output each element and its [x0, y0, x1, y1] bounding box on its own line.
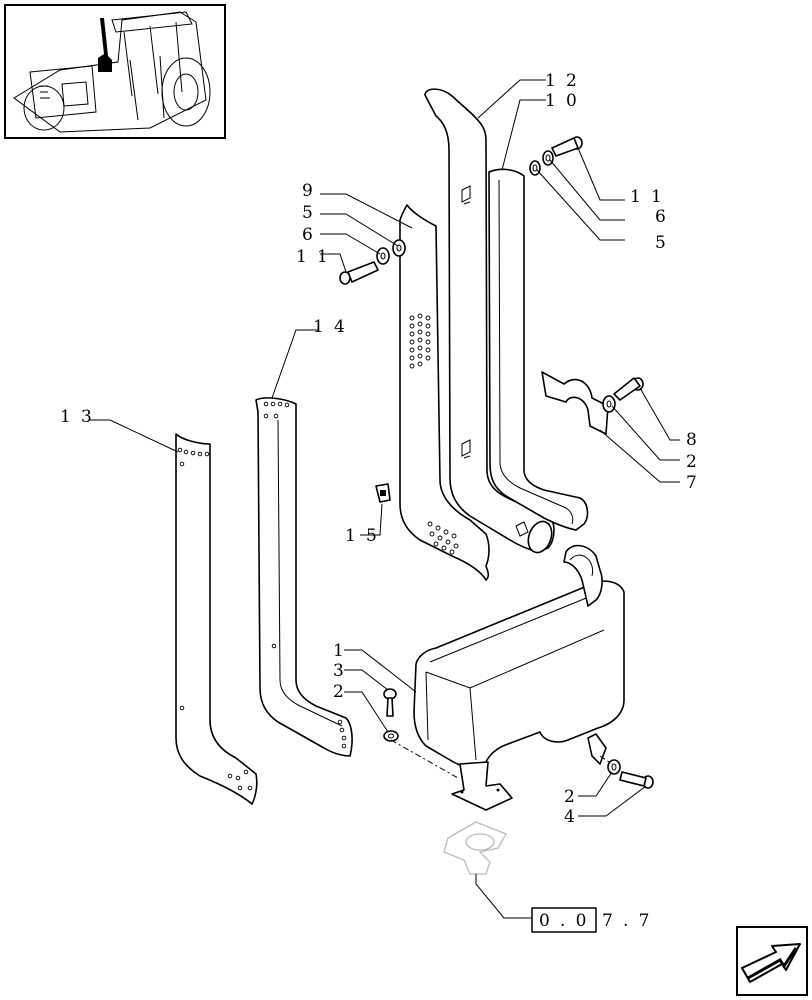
- washer-2-flange: [383, 730, 399, 742]
- callout-2-flange: 2: [333, 682, 354, 702]
- silencer: [413, 544, 625, 811]
- callout-14: 14: [313, 317, 355, 337]
- leader-lines: [90, 79, 680, 919]
- clip: [375, 483, 391, 503]
- exhaust-pipe-upper: [424, 88, 555, 554]
- washer-5-left: [392, 239, 406, 257]
- callout-2-bracket: 2: [686, 452, 707, 472]
- reference-code-boxed: 0.0: [539, 911, 597, 931]
- callout-8: 8: [686, 430, 707, 450]
- bolt-8: [613, 377, 644, 401]
- callout-9: 9: [302, 181, 323, 201]
- callout-labels: 12 10 11 6 5 9 5 6 11 14 13 8 2 7 15 1 3…: [60, 71, 707, 827]
- callout-5-left: 5: [302, 203, 323, 223]
- heat-shield-13: [175, 433, 258, 805]
- washer-2-bracket: [602, 395, 616, 413]
- tractor-thumbnail-icon[interactable]: [4, 4, 226, 139]
- reference-code[interactable]: 0.0 7.7: [531, 907, 660, 933]
- callout-12: 12: [545, 71, 587, 91]
- next-page-arrow-icon[interactable]: [736, 926, 808, 996]
- reference-code-rest: 7.7: [602, 911, 660, 931]
- bolt-11-left: [339, 261, 379, 285]
- callout-6-right: 6: [655, 207, 676, 227]
- washer-6-right: [542, 150, 554, 166]
- bolt-3: [383, 688, 397, 717]
- callout-13: 13: [60, 407, 102, 427]
- bolt-4: [619, 771, 654, 789]
- callout-7: 7: [686, 473, 707, 493]
- callout-3: 3: [333, 661, 354, 681]
- callout-10: 10: [545, 91, 587, 111]
- mounting-bracket: [541, 371, 609, 435]
- perforated-shield: [399, 204, 490, 581]
- callout-6-left: 6: [302, 225, 323, 245]
- callout-5-right: 5: [655, 233, 676, 253]
- callout-11-left: 11: [296, 247, 338, 267]
- heat-shield-right: [488, 168, 589, 531]
- callout-4: 4: [564, 807, 585, 827]
- callout-2-lower: 2: [564, 787, 585, 807]
- assembly-line-lower: [599, 755, 613, 765]
- callout-11-right: 11: [630, 187, 672, 207]
- callout-1: 1: [333, 641, 354, 661]
- assembly-line-flange: [390, 739, 459, 779]
- washer-6-left: [376, 247, 390, 265]
- reference-flange-ghost: [443, 821, 507, 875]
- washer-5-right: [529, 160, 541, 176]
- heat-shield-14: [255, 397, 353, 757]
- callout-15: 15: [345, 526, 387, 546]
- washer-2-lower: [607, 759, 621, 775]
- bolt-11-right: [551, 136, 583, 157]
